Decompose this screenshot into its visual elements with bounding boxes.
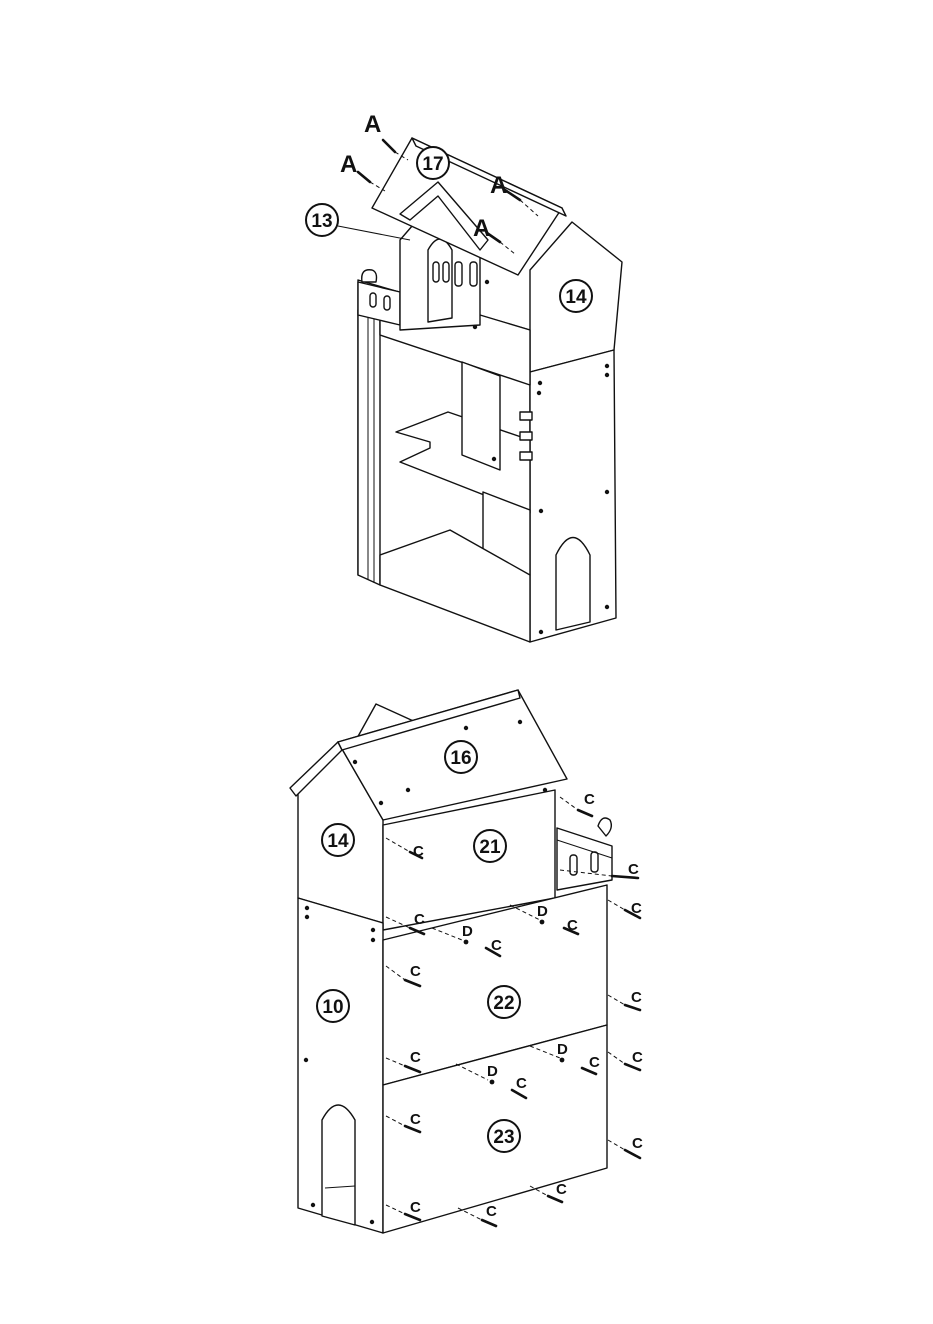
hardware-label-a: A (364, 111, 381, 138)
right-balcony (557, 828, 612, 890)
hardware-label-c: C (491, 937, 502, 954)
part-number-21: 21 (479, 837, 501, 858)
hardware-label-c: C (589, 1054, 600, 1071)
part-number-16: 16 (450, 748, 471, 769)
hardware-label-d: D (462, 923, 473, 940)
hardware-label-d: D (557, 1041, 568, 1058)
hardware-label-a: A (473, 215, 490, 242)
top-assembly-figure: A A A A 17 13 14 (306, 111, 622, 642)
bottom-assembly-figure: C C C C C C C C C C C C C C C C C C D D … (290, 690, 643, 1233)
hardware-label-c: C (410, 963, 421, 980)
hardware-label-a: A (490, 172, 507, 199)
hardware-label-c: C (631, 989, 642, 1006)
hardware-label-c: C (410, 1199, 421, 1216)
hardware-label-a: A (340, 151, 357, 178)
part-number-10: 10 (322, 997, 343, 1018)
hardware-label-c: C (631, 900, 642, 917)
hardware-label-c: C (567, 917, 578, 934)
hardware-label-c: C (556, 1181, 567, 1198)
hardware-label-c: C (516, 1075, 527, 1092)
part-number-22: 22 (493, 993, 514, 1014)
hardware-label-c: C (486, 1203, 497, 1220)
hardware-label-d: D (487, 1063, 498, 1080)
arch-doorway (322, 1105, 355, 1225)
upper-divider-wall (462, 362, 500, 470)
part-number-14: 14 (327, 831, 349, 852)
part-number-23: 23 (493, 1127, 514, 1148)
part-number-14: 14 (565, 287, 587, 308)
arch-doorway (556, 538, 590, 631)
hardware-label-c: C (632, 1049, 643, 1066)
hardware-label-d: D (537, 903, 548, 920)
hardware-label-c: C (584, 791, 595, 808)
hardware-label-c: C (413, 843, 424, 860)
left-edge-rail (358, 310, 380, 585)
hardware-label-c: C (632, 1135, 643, 1152)
hardware-label-c: C (410, 1111, 421, 1128)
hardware-label-c: C (410, 1049, 421, 1066)
part-number-17: 17 (422, 154, 443, 175)
hardware-label-c: C (414, 911, 425, 928)
hardware-label-c: C (628, 861, 639, 878)
part-number-13: 13 (311, 211, 332, 232)
